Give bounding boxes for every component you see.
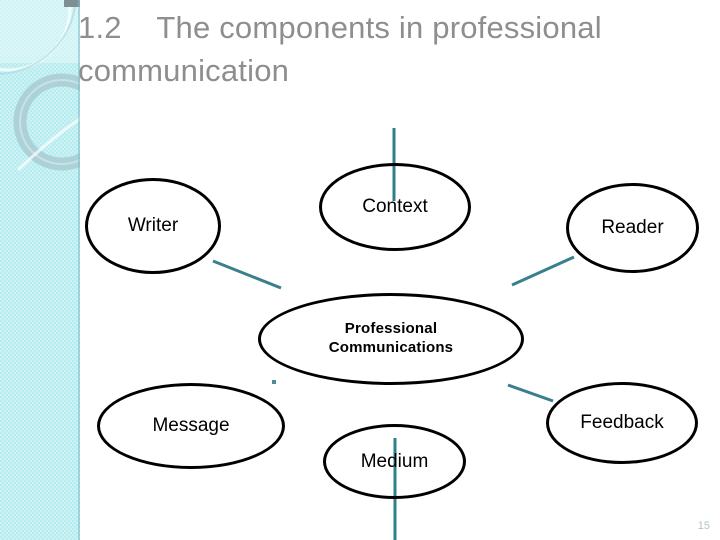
node-reader[interactable]: Reader <box>566 183 699 273</box>
node-medium-label: Medium <box>360 450 429 472</box>
connector-writer-to-center <box>212 259 282 290</box>
node-reader-label: Reader <box>601 217 664 239</box>
node-professional-communications-label: Professional Communications <box>328 320 454 356</box>
node-writer[interactable]: Writer <box>85 178 221 274</box>
decorative-side-band <box>0 0 80 540</box>
node-feedback-label: Feedback <box>580 412 664 434</box>
band-arc-decoration <box>0 0 80 172</box>
node-feedback[interactable]: Feedback <box>546 382 698 464</box>
node-message[interactable]: Message <box>97 383 285 469</box>
slide-number: 15 <box>697 520 710 532</box>
page-title: 1.2 The components in professional commu… <box>78 10 611 88</box>
node-professional-communications[interactable]: Professional Communications <box>258 293 524 385</box>
connector-message-stub <box>272 380 276 384</box>
connector-feedback-to-center <box>507 383 554 403</box>
node-context[interactable]: Context <box>319 163 471 251</box>
node-message-label: Message <box>152 415 230 437</box>
node-context-label: Context <box>362 196 428 218</box>
node-writer-label: Writer <box>127 215 179 237</box>
band-edge-line <box>78 0 80 540</box>
node-medium[interactable]: Medium <box>323 424 466 499</box>
band-notch <box>64 0 80 7</box>
connector-reader-to-center <box>511 255 575 287</box>
